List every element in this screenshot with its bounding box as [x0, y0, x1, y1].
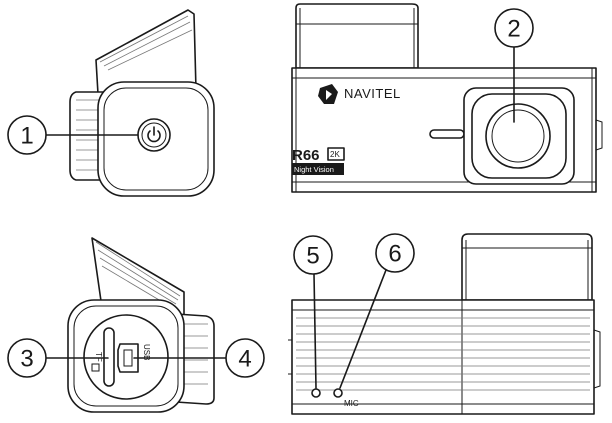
bottom-body: [291, 299, 595, 415]
model-subtitle: Night Vision: [294, 165, 334, 174]
model-label: R66: [292, 147, 320, 164]
mount-top: [295, 3, 419, 69]
callout-4-circle: [225, 338, 265, 378]
usb-label: USB: [142, 344, 151, 360]
brand-label: NAVITEL: [344, 86, 401, 101]
callout-3-circle: [7, 338, 47, 378]
mount-bottom-view: [461, 233, 593, 301]
navitel-logo: [318, 84, 338, 104]
callout-5-circle: [293, 235, 333, 275]
callout-2-circle: [494, 8, 534, 48]
usb-port[interactable]: [117, 343, 139, 373]
callout-6-circle: [375, 233, 415, 273]
power-icon: [147, 130, 161, 143]
tf-label: TF: [94, 352, 103, 362]
model-badge: 2K: [330, 150, 340, 159]
mic-label: MIC: [344, 399, 359, 408]
callout-2-number: 2: [507, 16, 520, 43]
power-button[interactable]: [137, 118, 171, 152]
model-subtitle-box: [292, 163, 344, 175]
side-view-ports: TF USB 3 4: [7, 237, 265, 413]
callout-6-number: 6: [388, 241, 401, 268]
side-view-power: 1: [7, 9, 215, 197]
front-slot: [429, 129, 465, 139]
camera-lens: [485, 103, 551, 169]
callout-5-number: 5: [306, 243, 319, 270]
microphone: [333, 388, 343, 398]
tf-card-slot[interactable]: [103, 327, 115, 387]
callout-1-number: 1: [20, 123, 33, 150]
callout-1-circle: [7, 115, 47, 155]
callout-4-number: 4: [238, 346, 251, 373]
front-view-lens: NAVITEL R66 2K Night Vision 2: [291, 3, 603, 193]
bottom-view-reset-mic: MIC 5 6: [288, 233, 601, 415]
callout-3-number: 3: [20, 346, 33, 373]
reset-hole[interactable]: [311, 388, 321, 398]
body-rear-lower: [175, 313, 215, 405]
